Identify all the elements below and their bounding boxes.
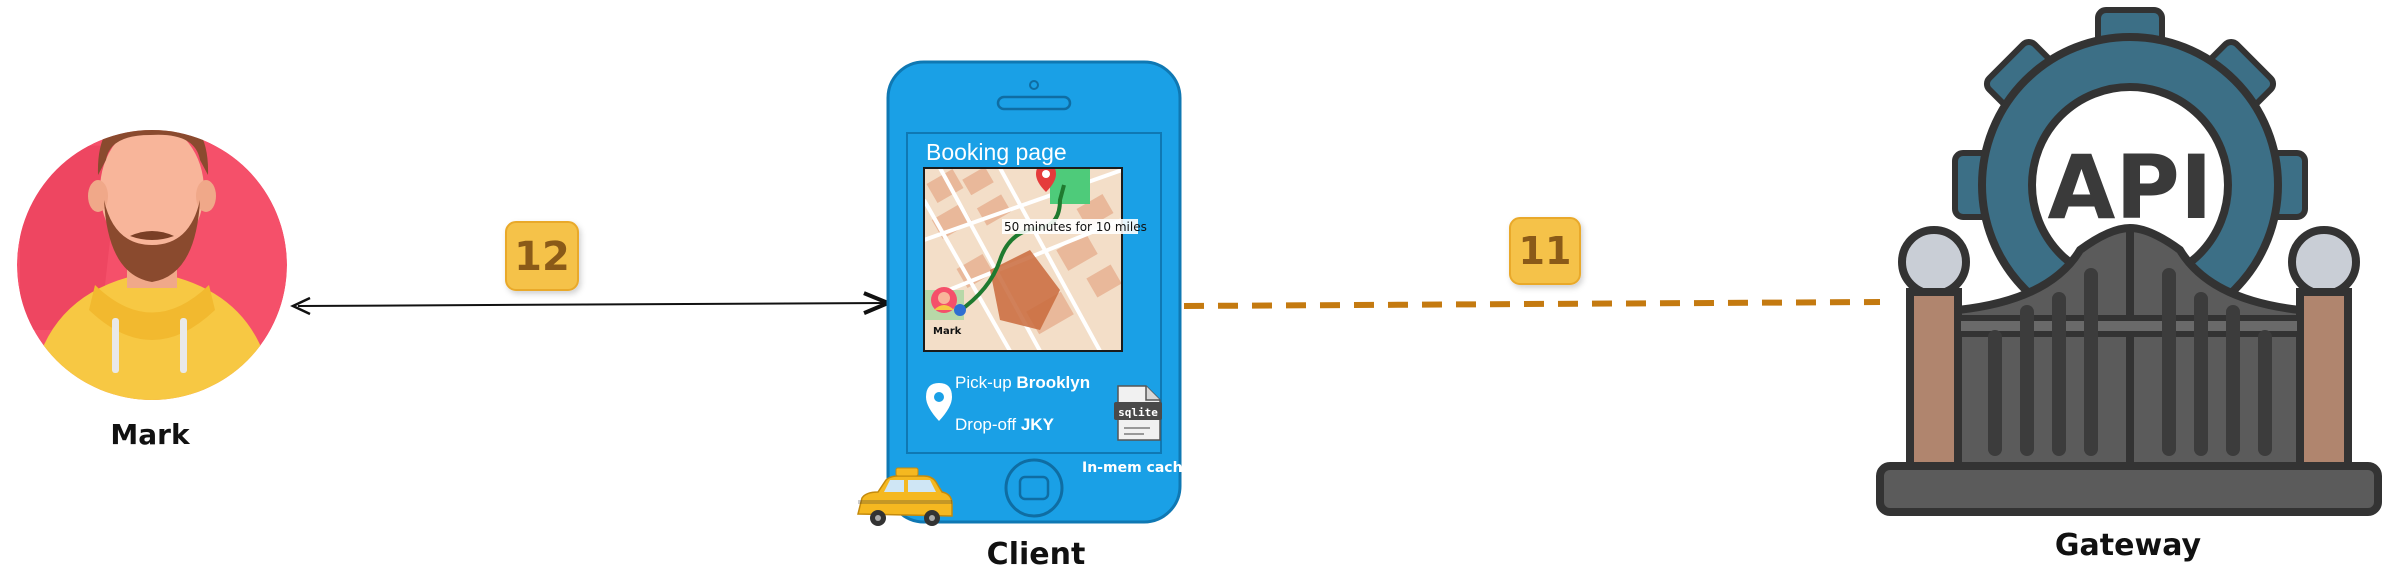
dropoff-label: Drop-off: [955, 415, 1016, 434]
taxi-icon: [857, 467, 953, 526]
client-label: Client: [987, 537, 1086, 572]
pickup-value: Brooklyn: [1016, 373, 1090, 392]
step-badge-11: [1509, 217, 1581, 285]
dropoff-line: Drop-off JKY: [955, 415, 1055, 434]
map-avatar-icon: [931, 287, 966, 316]
map-avatar-label: Mark: [933, 326, 962, 337]
route-map: [924, 168, 1122, 351]
location-pin-icon: [926, 383, 952, 421]
gate-base: [1876, 462, 2382, 516]
gateway-node: API: [1876, 7, 2382, 516]
step-number-11: 11: [1519, 229, 1572, 273]
dropoff-value: JKY: [1021, 415, 1055, 434]
screen-title: Booking page: [926, 139, 1067, 165]
pickup-line: Pick-up Brooklyn: [955, 373, 1090, 392]
request-dashed-connector: [1183, 299, 1881, 309]
map-caption: 50 minutes for 10 miles: [1004, 220, 1147, 234]
person-avatar-icon: [17, 130, 287, 400]
user-node: [17, 130, 287, 400]
step-number-12: 12: [514, 234, 570, 280]
response-arrow-head: [290, 296, 311, 316]
pickup-label: Pick-up: [955, 373, 1012, 392]
response-arrow: [297, 303, 888, 306]
gate-posts: [1898, 226, 2360, 478]
step-badge-12: [505, 221, 579, 291]
cache-label: In-mem cache: [1082, 460, 1192, 476]
gate-doors: [1954, 224, 2304, 478]
sqlite-file-icon: [1114, 385, 1162, 441]
gateway-label: Gateway: [2055, 528, 2202, 563]
map-caption-box: [1002, 219, 1138, 234]
sqlite-icon-text: sqlite: [1118, 406, 1158, 419]
api-logo-text: API: [2047, 136, 2212, 239]
user-label: Mark: [110, 418, 191, 451]
